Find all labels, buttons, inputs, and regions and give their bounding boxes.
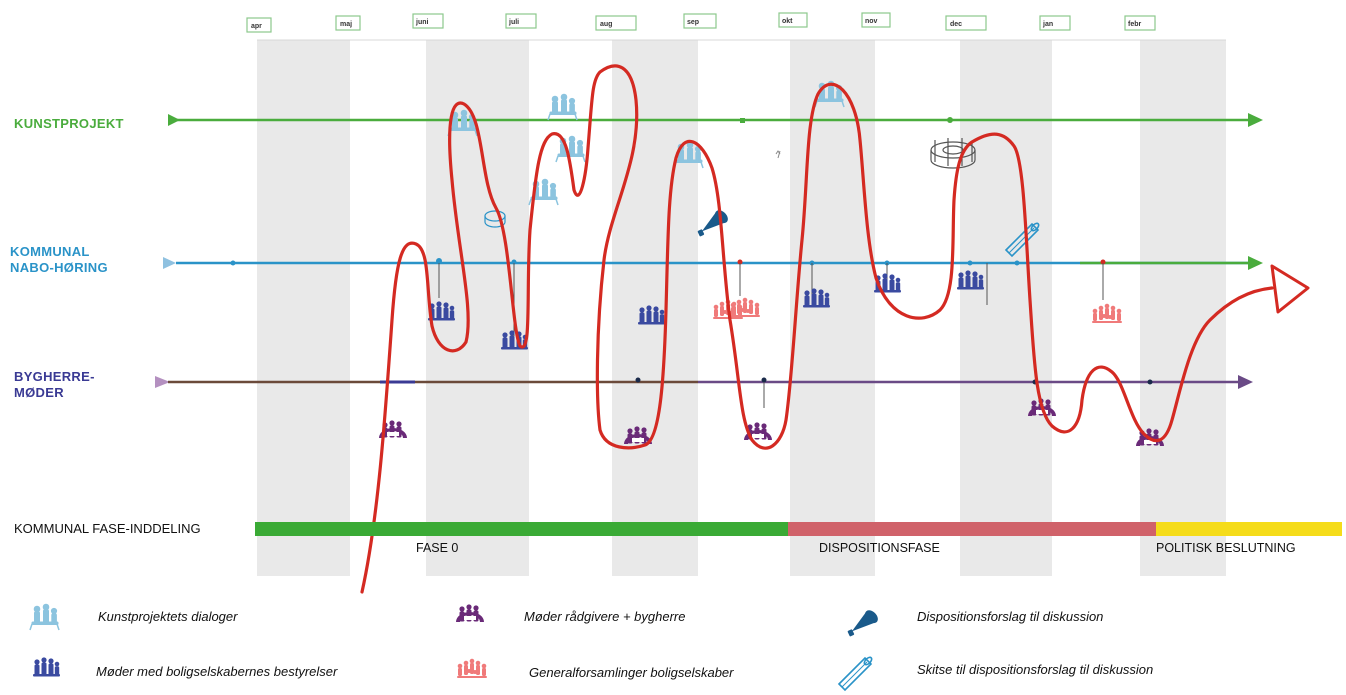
month-band xyxy=(1140,40,1226,576)
month-label: nov xyxy=(865,18,878,25)
month-tag: juli xyxy=(505,13,537,29)
month-label: juli xyxy=(508,19,519,26)
month-tag: sep xyxy=(683,13,717,29)
legend-item: Generalforsamlinger boligselskaber xyxy=(457,658,734,680)
month-tag: febr xyxy=(1124,15,1156,31)
advisor-meeting-icon xyxy=(456,604,484,622)
month-label: sep xyxy=(687,19,699,26)
process-path xyxy=(360,64,1274,594)
roundtable-sketch-icon xyxy=(484,210,506,228)
roundtable-model-icon xyxy=(930,138,976,169)
general-assembly-icon xyxy=(457,658,487,678)
phase-label-fase0: FASE 0 xyxy=(416,541,458,555)
month-label: febr xyxy=(1128,21,1142,28)
month-band xyxy=(790,40,875,576)
month-tag: maj xyxy=(335,15,361,31)
track-label-nabo-line1: KOMMUNAL xyxy=(10,244,90,259)
month-tag: dec xyxy=(945,15,987,31)
phase-bar-politisk xyxy=(1156,522,1342,536)
phase-title: KOMMUNAL FASE-INDDELING xyxy=(14,521,201,536)
track-nabo xyxy=(163,256,1263,336)
track-label-bygherre-line1: BYGHERRE- xyxy=(14,369,95,384)
legend: Kunstprojektets dialoger Møder rådgivere… xyxy=(29,603,1153,691)
month-label: okt xyxy=(782,18,793,25)
month-band xyxy=(257,40,350,576)
megaphone-icon xyxy=(842,605,882,637)
arrowhead-icon xyxy=(1238,375,1253,389)
track-label-bygherre-line2: MØDER xyxy=(14,385,64,400)
legend-item: Kunstprojektets dialoger xyxy=(29,603,238,631)
megaphone-icon xyxy=(692,205,732,237)
general-assembly-icon xyxy=(730,297,760,317)
legend-item: Dispositionsforslag til diskussion xyxy=(842,605,1103,637)
month-label: maj xyxy=(340,21,352,28)
art-dialogue-icon xyxy=(29,603,60,631)
legend-label: Møder rådgivere + bygherre xyxy=(524,609,686,624)
month-tag: aug xyxy=(595,15,637,31)
process-arrow-icon xyxy=(1270,264,1310,314)
general-assembly-icon xyxy=(1092,303,1122,323)
arrowhead-icon xyxy=(1248,256,1263,270)
sketch-tube-icon xyxy=(838,655,874,691)
month-label: dec xyxy=(950,21,962,28)
month-tag: nov xyxy=(861,12,891,28)
month-label: aug xyxy=(600,21,612,28)
art-dialogue-icon xyxy=(547,93,578,121)
track-kunstprojekt xyxy=(168,113,1263,127)
phase-label-dispositionsfase: DISPOSITIONSFASE xyxy=(819,541,940,555)
legend-label: Generalforsamlinger boligselskaber xyxy=(529,665,734,680)
month-tag: apr xyxy=(246,17,272,33)
track-label-nabo-line2: NABO-HØRING xyxy=(10,260,108,275)
legend-label: Dispositionsforslag til diskussion xyxy=(917,609,1103,624)
month-band xyxy=(960,40,1052,576)
phase-label-politisk: POLITISK BESLUTNING xyxy=(1156,541,1296,555)
phase-bar-dispositionsfase xyxy=(788,522,1156,536)
legend-label: Møder med boligselskabernes bestyrelser xyxy=(96,664,338,679)
month-label: jan xyxy=(1042,21,1053,28)
track-label-kunstprojekt: KUNSTPROJEKT xyxy=(14,116,124,131)
legend-label: Skitse til dispositionsforslag til disku… xyxy=(917,662,1153,677)
legend-item: Møder med boligselskabernes bestyrelser xyxy=(33,657,338,679)
arrowhead-icon xyxy=(1248,113,1263,127)
legend-label: Kunstprojektets dialoger xyxy=(98,609,238,624)
month-tag: juni xyxy=(412,13,444,29)
month-tag: jan xyxy=(1039,15,1071,31)
month-label: juni xyxy=(415,19,428,26)
legend-item: Skitse til dispositionsforslag til disku… xyxy=(838,655,1153,691)
month-tag: okt xyxy=(778,12,808,28)
month-label: apr xyxy=(251,23,262,30)
phase-bar-fase0 xyxy=(255,522,788,536)
month-header: apr maj juni juli aug sep okt nov dec ja… xyxy=(246,12,1156,33)
legend-item: Møder rådgivere + bygherre xyxy=(456,604,686,624)
track-bygherre xyxy=(155,375,1253,408)
board-meeting-icon xyxy=(33,657,60,677)
